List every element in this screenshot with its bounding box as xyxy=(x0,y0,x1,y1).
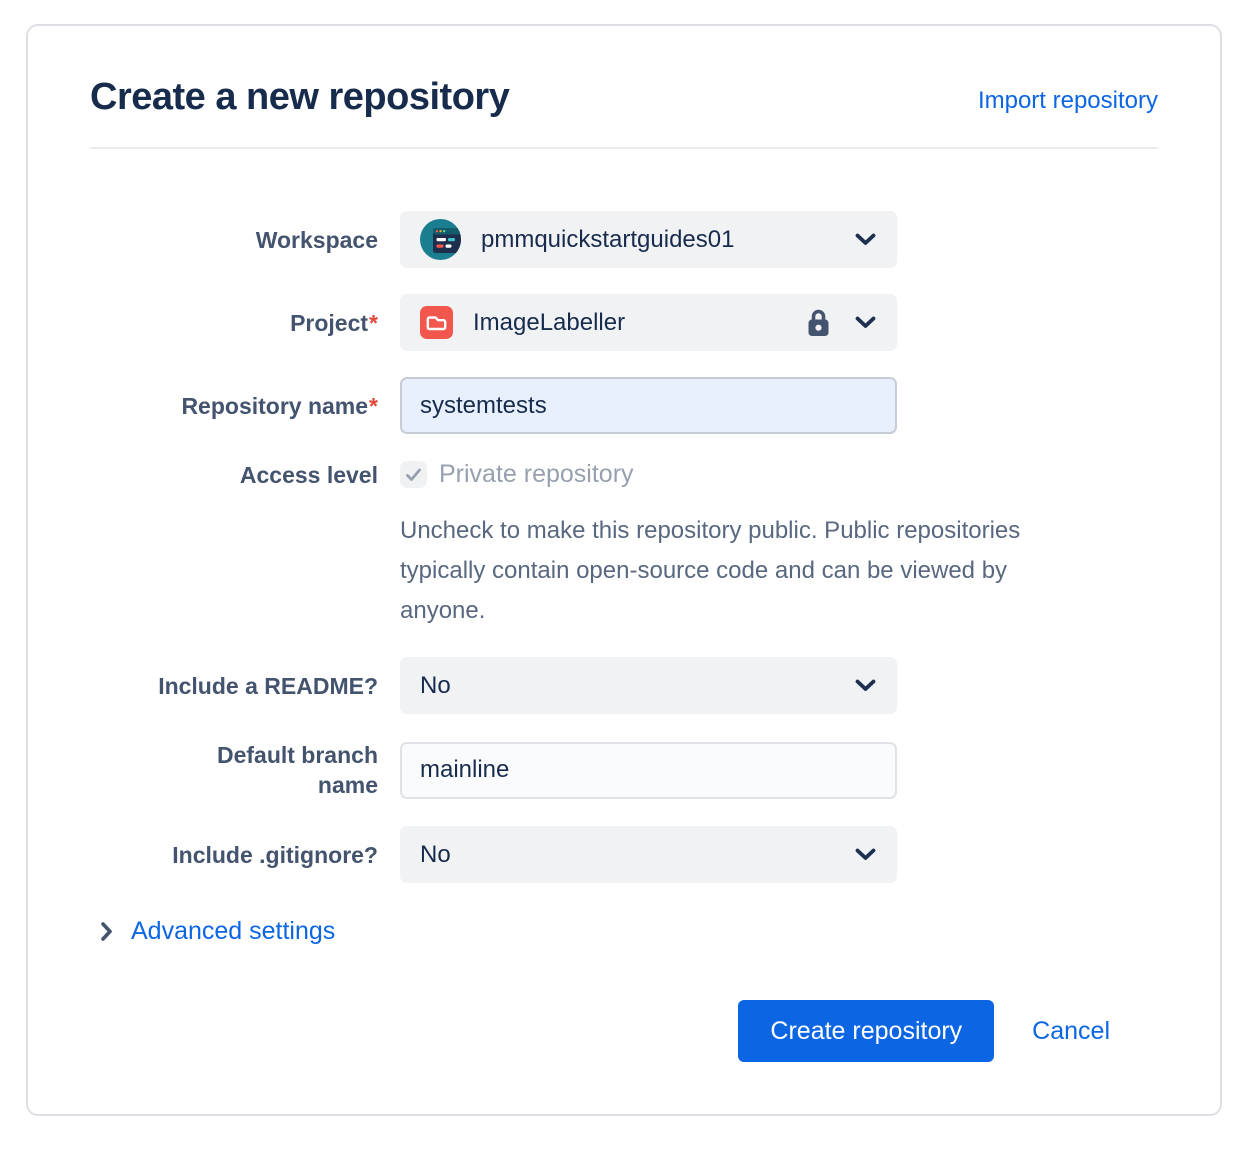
create-repository-card: Create a new repository Import repositor… xyxy=(26,24,1222,1116)
project-value: ImageLabeller xyxy=(473,308,626,336)
repository-name-row: Repository name* xyxy=(90,377,1158,434)
include-readme-value: No xyxy=(420,671,451,699)
access-level-help-text: Uncheck to make this repository public. … xyxy=(400,517,1021,624)
include-gitignore-select[interactable]: No xyxy=(400,826,897,883)
project-select[interactable]: ImageLabeller xyxy=(400,294,897,351)
advanced-settings-toggle[interactable]: Advanced settings xyxy=(100,917,1158,946)
include-gitignore-label: Include .gitignore? xyxy=(172,841,378,868)
required-asterisk: * xyxy=(369,309,378,336)
access-level-label: Access level xyxy=(239,462,378,488)
chevron-down-icon xyxy=(854,847,877,862)
advanced-settings-link: Advanced settings xyxy=(131,917,336,945)
include-readme-row: Include a README? No xyxy=(90,657,1158,714)
form-footer: Create repository Cancel xyxy=(90,1000,1158,1062)
create-repository-button[interactable]: Create repository xyxy=(738,1000,995,1062)
workspace-avatar xyxy=(420,219,461,260)
default-branch-input[interactable] xyxy=(400,741,897,799)
workspace-select[interactable]: pmmquickstartguides01 xyxy=(400,211,897,268)
include-gitignore-row: Include .gitignore? No xyxy=(90,826,1158,883)
project-row: Project* ImageLabeller xyxy=(90,294,1158,351)
repository-name-input[interactable] xyxy=(400,377,897,434)
chevron-down-icon xyxy=(854,315,877,330)
import-repository-link[interactable]: Import repository xyxy=(977,87,1158,114)
lock-icon xyxy=(805,307,832,339)
project-label: Project* xyxy=(290,309,378,336)
cancel-link[interactable]: Cancel xyxy=(1032,1016,1110,1045)
repository-name-label: Repository name* xyxy=(181,392,378,419)
private-repository-label: Private repository xyxy=(439,460,634,488)
create-repository-form: Workspace xyxy=(90,211,1158,1062)
chevron-down-icon xyxy=(854,678,877,693)
page-title: Create a new repository xyxy=(90,76,510,118)
workspace-label: Workspace xyxy=(255,226,378,253)
workspace-value: pmmquickstartguides01 xyxy=(481,225,735,253)
include-gitignore-value: No xyxy=(420,840,451,868)
default-branch-row: Default branch name xyxy=(90,740,1158,800)
check-icon xyxy=(405,468,422,482)
include-readme-label: Include a README? xyxy=(158,672,378,699)
include-readme-select[interactable]: No xyxy=(400,657,897,714)
private-repository-checkbox[interactable] xyxy=(400,461,427,488)
workspace-row: Workspace xyxy=(90,211,1158,268)
access-level-row: Access level Private repository Uncheck … xyxy=(90,460,1158,631)
required-asterisk: * xyxy=(369,392,378,419)
folder-icon xyxy=(420,306,453,339)
chevron-right-icon xyxy=(100,921,113,942)
default-branch-label: Default branch name xyxy=(216,742,378,798)
card-header: Create a new repository Import repositor… xyxy=(90,76,1158,149)
chevron-down-icon xyxy=(854,232,877,247)
